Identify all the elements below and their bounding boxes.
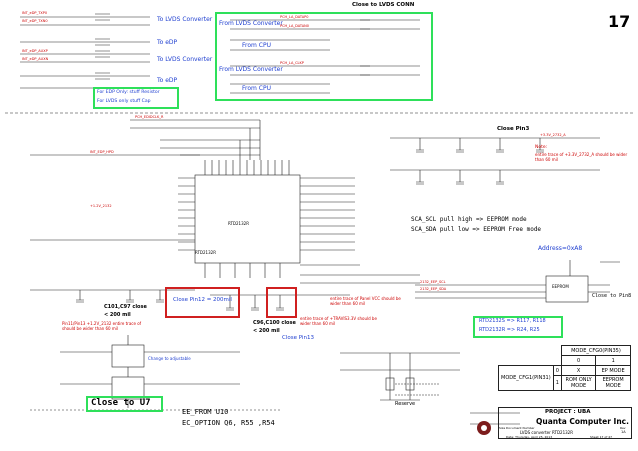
- annotation-to-edp-1: To eDP: [157, 39, 178, 46]
- annotation-to-lvds-1: To LVDS Converter: [157, 16, 213, 23]
- net-label: PCH_EDIDCLK_R: [135, 115, 164, 119]
- note-pin3: entire trace of +3.3V_2732_A should be w…: [535, 152, 628, 162]
- address-label: Address=0xA8: [538, 245, 583, 252]
- net-label: 2132_EEP_SDA: [420, 287, 447, 291]
- close-pin12-box: [165, 287, 240, 318]
- project-name: PROJECT : UBA: [545, 409, 591, 415]
- close-pin3-title: Close Pin3: [497, 126, 530, 132]
- net-label: INT_eDP_TXN0: [22, 19, 48, 23]
- company-name: Quanta Computer Inc.: [536, 417, 629, 426]
- change-note: Change to adjustable: [148, 356, 191, 361]
- c96-c100-line2: < 200 mil: [253, 328, 280, 334]
- close-pin13-box: [266, 287, 297, 318]
- mode-row1-c1: EEPROM MODE: [595, 375, 631, 391]
- net-label: +3.3V_2732_A: [540, 133, 566, 137]
- doc-number-label: Document Number: [506, 426, 535, 430]
- note-pin11: Pin11/Pin13 +1.2V_2132 entire trace of s…: [62, 321, 142, 331]
- page-number: 17: [608, 12, 631, 31]
- mode-row0-val: 0: [552, 365, 562, 376]
- net-label: INT_eDP_TXP0: [22, 11, 48, 15]
- net-label: 2132_EEP_SCL: [420, 280, 446, 284]
- c101-c97-line1: C101,C97 close: [104, 304, 147, 310]
- scl-pull-high-text: SCA_SCL pull high => EEPROM mode: [411, 216, 527, 223]
- date-text: Date: Thursday, April 25, 2013: [506, 435, 553, 439]
- reserve-label: Reserve: [395, 401, 416, 407]
- c101-c97-line2: < 200 mil: [104, 312, 131, 318]
- ee-from-text: EE_FROM U10: [182, 408, 229, 416]
- mode-col-0: 0: [560, 355, 597, 366]
- mode-row1-val: 1: [552, 375, 562, 391]
- rtd-r117-text: RTD2132S => R117, R118: [479, 318, 546, 324]
- net-label: PCH_LA_DATAN0: [280, 24, 309, 28]
- close-to-u7-text: Close to U7: [91, 398, 151, 408]
- size-label: Size: [499, 426, 506, 430]
- net-label: INT_eDP_AUXN: [22, 57, 49, 61]
- close-pin12-text: Close Pin12 = 200mil: [173, 297, 232, 303]
- annotation-from-lvds-2: From LVDS Converter: [219, 66, 283, 73]
- annotation-from-cpu-2: From CPU: [242, 85, 271, 92]
- annotation-from-lvds-1: From LVDS Converter: [219, 20, 283, 27]
- edp-lvds-note-box: [93, 87, 179, 109]
- annotation-to-edp-2: To eDP: [157, 77, 178, 84]
- doc-title: LVDS converter RTD2132R: [520, 430, 573, 435]
- close-pin13-title: Close Pin13: [282, 335, 314, 341]
- edp-note-line1: For EDP Only: stuff Resistor: [97, 90, 160, 95]
- rtd-resistor-box: [473, 316, 563, 338]
- mode-config-table: MODE_CFG0(PIN35) 0 1 MODE_CFG1(PIN31) 0 …: [498, 345, 632, 391]
- note-panel-vcc: entire trace of Panel VCC should be wide…: [330, 296, 401, 306]
- mode-row0-c1: EP MODE: [595, 365, 631, 376]
- net-label: +1.2V_2132: [90, 204, 112, 208]
- mode-col-1: 1: [595, 355, 631, 366]
- net-label: PCH_LA_DATAP0: [280, 15, 309, 19]
- sheet-text: Sheet 17 of 47: [590, 435, 613, 439]
- mode-row-header: MODE_CFG1(PIN31): [498, 365, 554, 391]
- edp-note-line2: For LVDS only stuff Cap: [97, 99, 151, 104]
- rtd-part-label: RTD2132R: [195, 250, 216, 255]
- mode-row1-c0: ROM ONLY MODE: [560, 375, 597, 391]
- sda-pull-low-text: SCA_SDA pull low => EEPROM Free mode: [411, 226, 542, 233]
- close-to-u7-box: [86, 396, 163, 412]
- note-travis: entire trace of +TRAVIS3.3V should be wi…: [300, 316, 377, 326]
- eeprom-ic-label: EEPROM: [552, 284, 569, 289]
- c96-c100-line1: C96,C100 close: [253, 320, 296, 326]
- title-block: [498, 407, 632, 439]
- note-label: Note:: [535, 145, 548, 150]
- rtd-r24-text: RTD2132R => R24, R25: [479, 327, 540, 333]
- mode-table-title: MODE_CFG0(PIN35): [560, 345, 632, 356]
- rtd-ic-label: RTD2132R: [228, 221, 249, 226]
- net-label: PCH_LA_CLKP: [280, 61, 304, 65]
- mode-row0-c0: X: [560, 365, 597, 376]
- rev-label: Rev: [620, 426, 626, 430]
- net-label: INT_eDP_AUXP: [22, 49, 48, 53]
- net-label: INT_EDP_HPD: [90, 150, 114, 154]
- ec-option-text: EC_OPTION Q6, R55 ,R54: [182, 419, 275, 427]
- close-to-pin8-label: Close to Pin8: [592, 293, 632, 299]
- rev-value: 1A: [621, 430, 626, 434]
- lvds-cpu-highlight-box: [215, 12, 433, 101]
- close-to-lvds-conn-title: Close to LVDS CONN: [352, 2, 415, 8]
- annotation-from-cpu-1: From CPU: [242, 42, 271, 49]
- quanta-logo-icon: [477, 421, 491, 435]
- annotation-to-lvds-2: To LVDS Converter: [157, 56, 213, 63]
